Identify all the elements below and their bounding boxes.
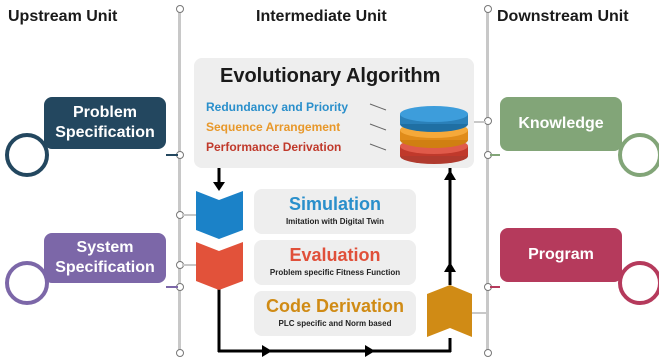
problem-specification-tag: Problem Specification xyxy=(44,97,166,149)
rail-node-bottom-right xyxy=(484,349,492,357)
code-derivation-chevron-icon xyxy=(427,285,472,337)
connector-line xyxy=(490,286,500,288)
algorithm-line-sequence: Sequence Arrangement xyxy=(206,120,341,134)
evaluation-title: Evaluation xyxy=(289,245,381,265)
downstream-header: Downstream Unit xyxy=(497,8,629,25)
connector-line xyxy=(468,312,486,314)
simulation-chevron-icon xyxy=(196,191,243,239)
evaluation-step: Evaluation Problem specific Fitness Func… xyxy=(254,240,416,285)
evaluation-subtitle: Problem specific Fitness Function xyxy=(269,268,401,277)
knowledge-tag: Knowledge xyxy=(500,97,622,151)
arrow-right-icon xyxy=(365,345,375,357)
algorithm-title: Evolutionary Algorithm xyxy=(220,65,441,87)
simulation-title: Simulation xyxy=(288,194,381,214)
code-derivation-subtitle: PLC specific and Norm based xyxy=(278,319,392,328)
arrow-up-icon xyxy=(444,170,456,180)
problem-spec-ring xyxy=(5,133,49,177)
connector-line xyxy=(490,154,500,156)
system-specification-tag: System Specification xyxy=(44,233,166,283)
upstream-header: Upstream Unit xyxy=(8,8,118,25)
program-tag: Program xyxy=(500,228,622,282)
upstream-rail xyxy=(178,12,181,354)
knowledge-ring xyxy=(618,133,659,177)
arrow-down-icon xyxy=(213,182,225,191)
downstream-rail xyxy=(486,12,489,354)
system-spec-ring xyxy=(5,261,49,305)
layer-stack-icon xyxy=(369,103,468,164)
connector-line xyxy=(166,154,178,156)
rail-node-top-right xyxy=(484,5,492,13)
code-derivation-title: Code Derivation xyxy=(265,296,405,316)
evaluation-chevron-icon xyxy=(196,242,243,290)
connector-line xyxy=(182,264,196,266)
algorithm-line-redundancy: Redundancy and Priority xyxy=(206,100,349,114)
arrow-up-icon xyxy=(444,262,456,272)
guide-line xyxy=(369,143,387,151)
connector-line xyxy=(182,214,196,216)
intermediate-header: Intermediate Unit xyxy=(256,8,387,25)
guide-line xyxy=(369,123,387,131)
simulation-step: Simulation Imitation with Digital Twin xyxy=(254,189,416,234)
arrow-right-icon xyxy=(262,345,272,357)
connector-line xyxy=(166,286,178,288)
algorithm-line-performance: Performance Derivation xyxy=(206,140,342,154)
guide-line xyxy=(369,103,387,111)
code-derivation-step: Code Derivation PLC specific and Norm ba… xyxy=(254,291,416,336)
rail-node-top-left xyxy=(176,5,184,13)
rail-node-bottom-left xyxy=(176,349,184,357)
simulation-subtitle: Imitation with Digital Twin xyxy=(285,217,385,226)
connector-line xyxy=(468,121,486,123)
